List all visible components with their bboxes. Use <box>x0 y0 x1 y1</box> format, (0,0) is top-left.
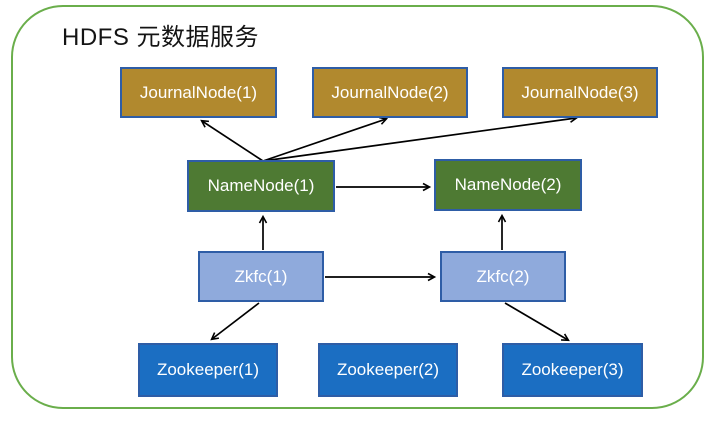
node-label: JournalNode(3) <box>521 82 639 102</box>
node-label: NameNode(2) <box>454 175 562 194</box>
node-label: Zookeeper(2) <box>336 360 440 379</box>
arrow-zkfc1-to-zookeeper1 <box>210 302 260 341</box>
arrow-namenode1-to-journalnode3 <box>262 114 579 162</box>
node-zookeeper1: Zookeeper(1) <box>138 343 278 397</box>
arrow-namenode1-to-journalnode2 <box>262 116 389 162</box>
node-label: Zkfc(1) <box>234 266 288 286</box>
node-journalnode1: JournalNode(1) <box>120 67 277 118</box>
diagram-frame <box>11 5 704 409</box>
node-label: JournalNode(2) <box>331 82 449 102</box>
node-label: JournalNode(1) <box>139 82 258 102</box>
node-namenode2: NameNode(2) <box>434 159 582 211</box>
arrow-namenode1-to-journalnode1 <box>200 119 264 162</box>
node-label: Zookeeper(1) <box>156 360 260 379</box>
node-namenode1: NameNode(1) <box>187 160 335 212</box>
node-journalnode3: JournalNode(3) <box>502 67 658 118</box>
node-zkfc1: Zkfc(1) <box>198 251 324 302</box>
node-journalnode2: JournalNode(2) <box>312 67 468 118</box>
node-label: NameNode(1) <box>207 176 315 195</box>
node-label: Zkfc(2) <box>476 266 530 286</box>
node-zkfc2: Zkfc(2) <box>440 251 566 302</box>
arrow-zkfc2-to-zookeeper3 <box>504 302 570 342</box>
node-zookeeper2: Zookeeper(2) <box>318 343 458 397</box>
diagram-title: HDFS 元数据服务 <box>62 24 259 51</box>
node-zookeeper3: Zookeeper(3) <box>502 343 643 397</box>
node-label: Zookeeper(3) <box>521 360 624 379</box>
